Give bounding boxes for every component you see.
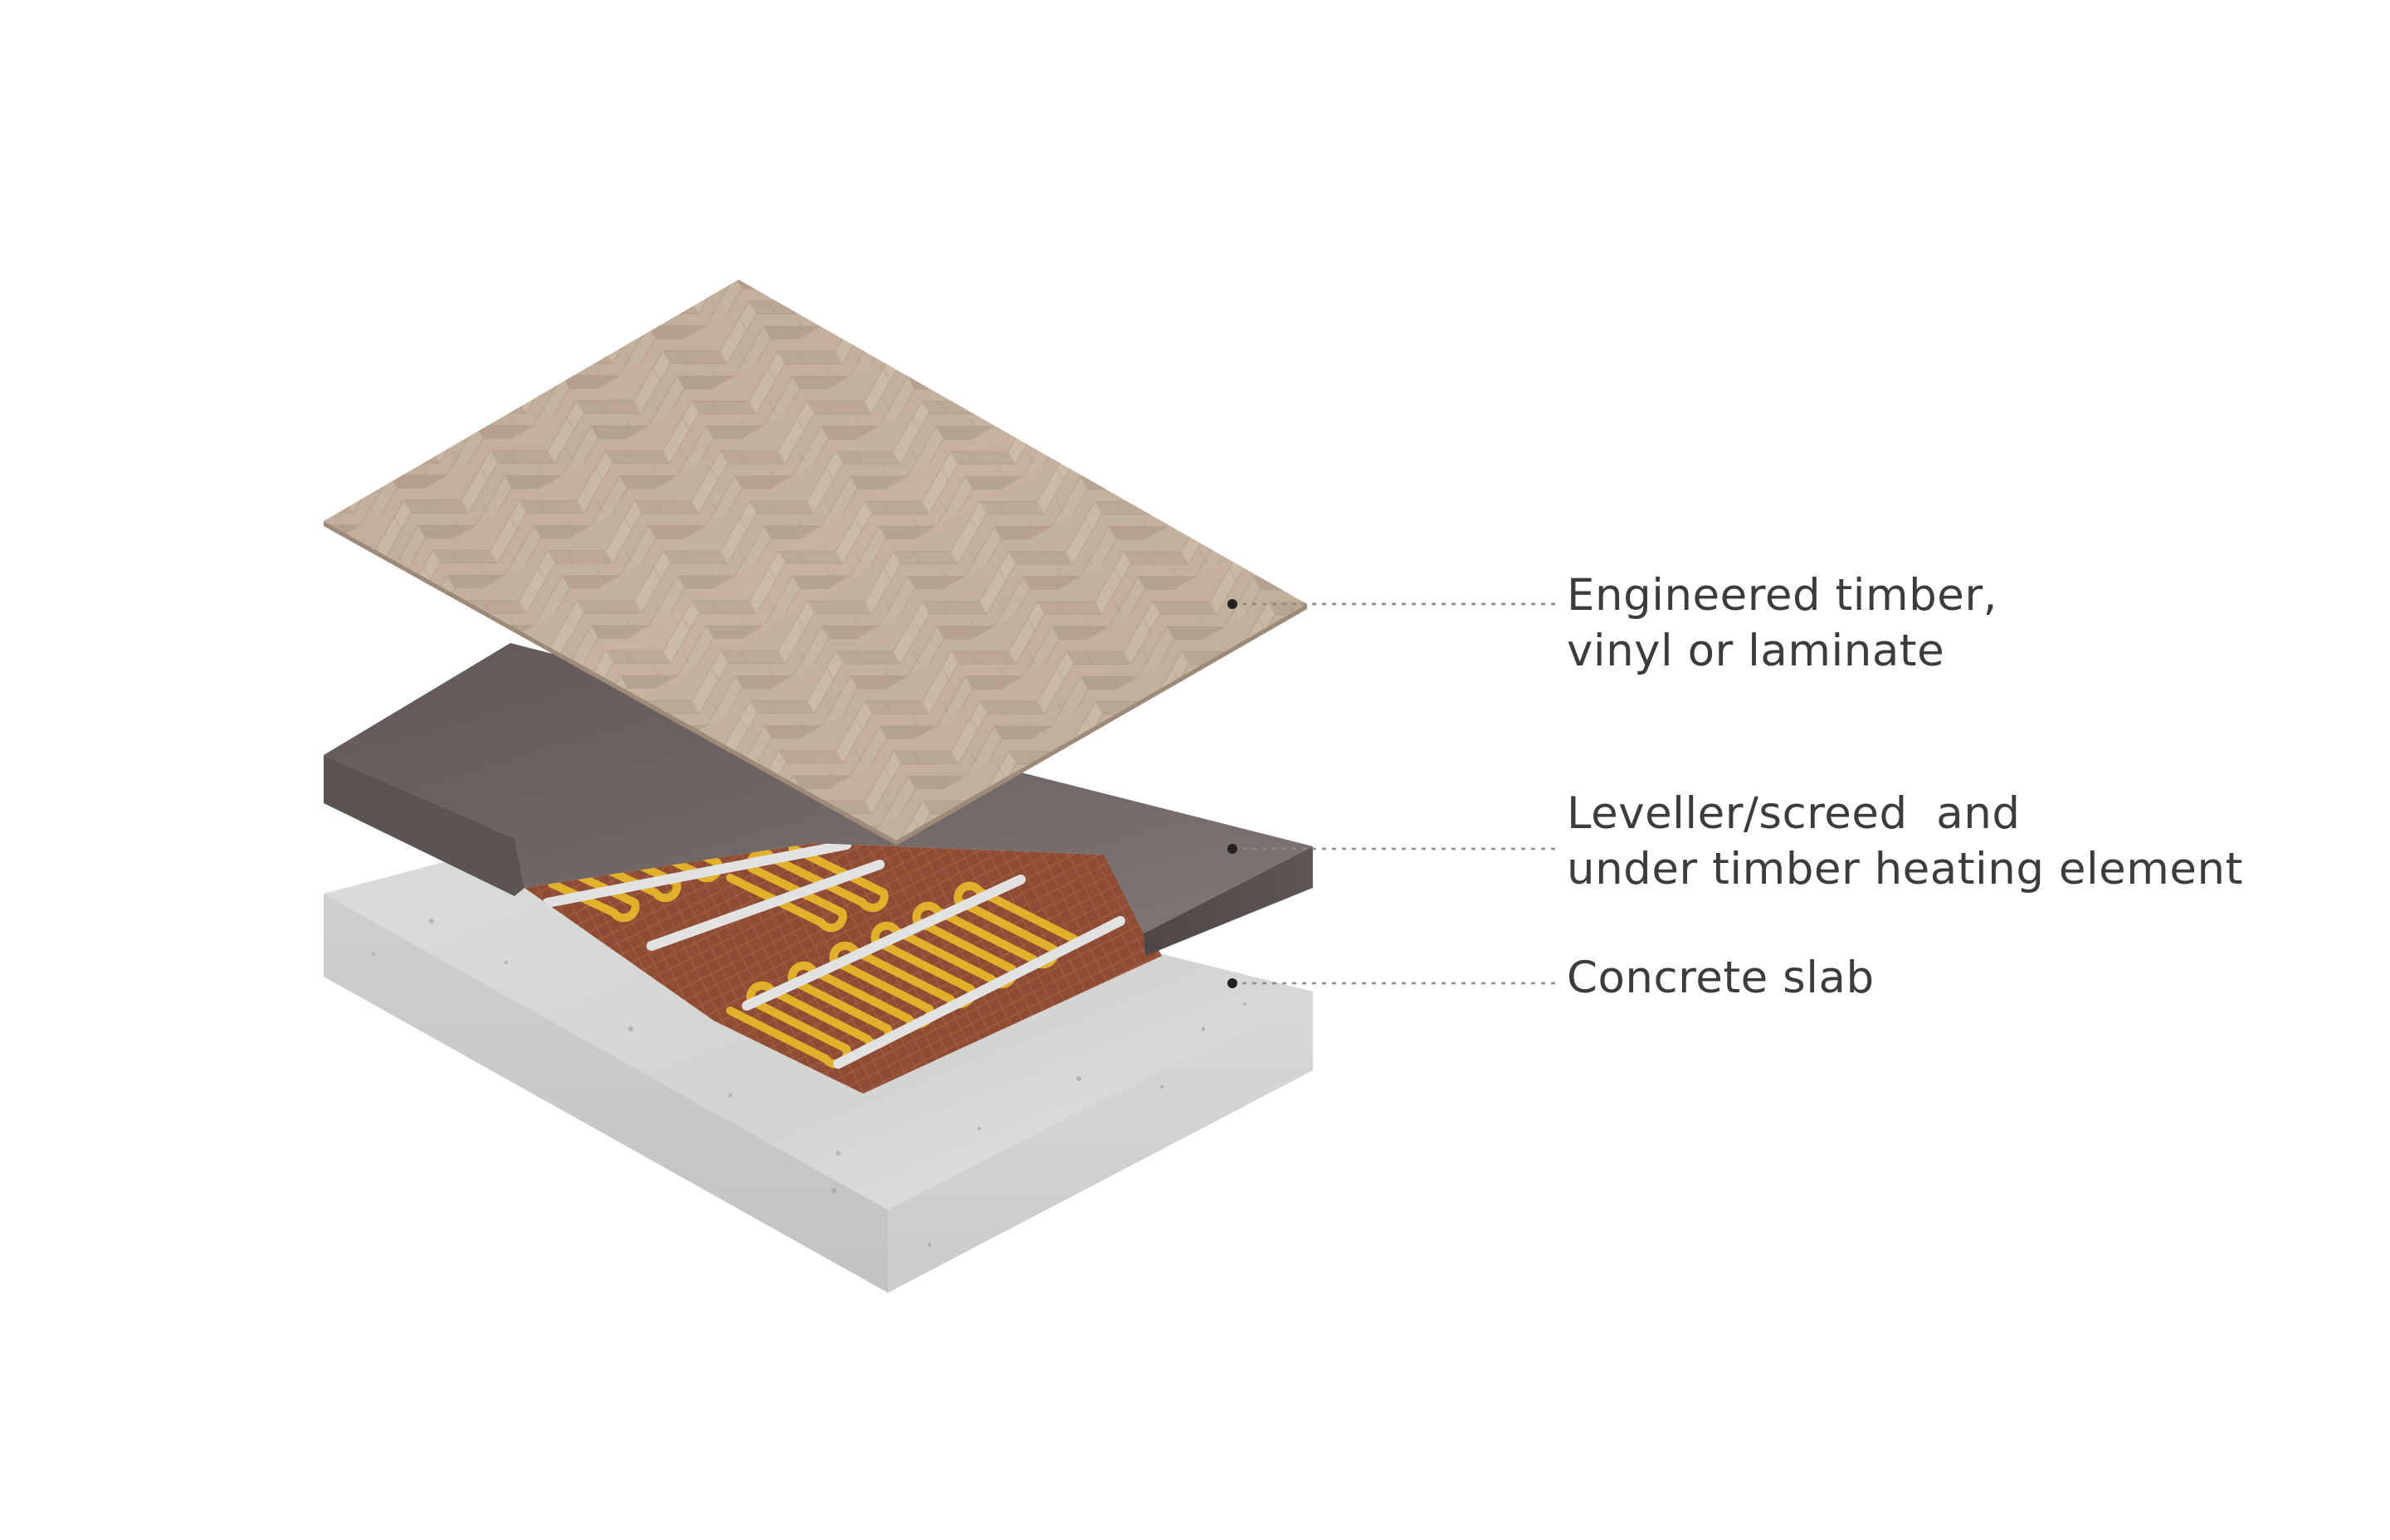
label-slab-layer: Concrete slab xyxy=(1567,950,1875,1006)
concrete-speckles xyxy=(372,911,1246,1247)
label-slab-line-1: Concrete slab xyxy=(1567,953,1875,1003)
label-timber-line-1: Engineered timber, xyxy=(1567,570,1997,621)
concrete-slab-right-face xyxy=(888,992,1313,1293)
label-screed-line-1: Leveller/screed and xyxy=(1567,788,2021,839)
leader-lines xyxy=(1232,602,1558,985)
screed-left-face xyxy=(324,755,524,896)
heating-mat-rails xyxy=(543,843,1125,1069)
dot-icon xyxy=(1227,599,1237,609)
label-screed-layer: Leveller/screed and under timber heating… xyxy=(1567,786,2243,897)
label-timber-layer: Engineered timber, vinyl or laminate xyxy=(1567,568,1997,679)
dot-icon xyxy=(1227,844,1237,854)
concrete-slab-left-face xyxy=(324,894,888,1293)
heating-element-mat xyxy=(524,843,1162,1094)
dot-icon-group xyxy=(1227,599,1237,988)
timber-floor-sheen xyxy=(324,280,1307,841)
dot-icon xyxy=(1227,978,1237,988)
timber-floor-layer xyxy=(324,280,1307,846)
label-screed-line-2: under timber heating element xyxy=(1567,844,2243,894)
label-timber-line-2: vinyl or laminate xyxy=(1567,626,1945,676)
screed-front-face xyxy=(1144,846,1313,956)
